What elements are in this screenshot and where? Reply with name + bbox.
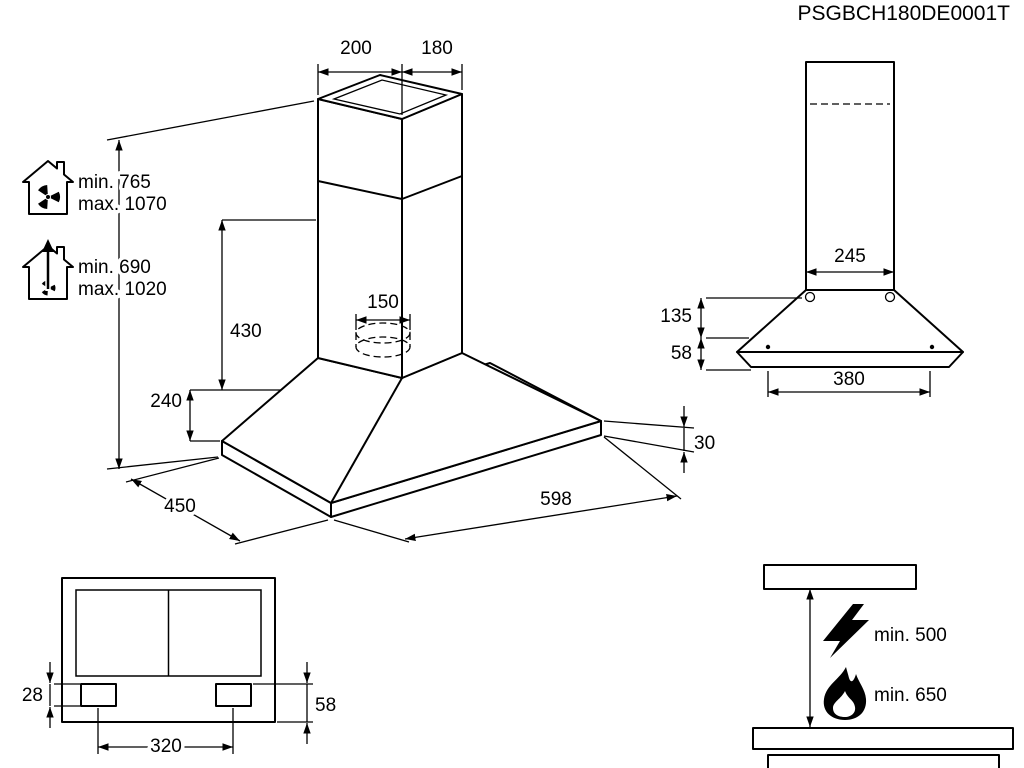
front-rim [736, 351, 964, 368]
dim-label-front-canopy-height: 135 [660, 306, 692, 327]
dim-top: 200 180 [317, 38, 463, 115]
dim-label-recirculation-min: min. 765 [78, 172, 151, 193]
dim-duct-diameter: 150 [355, 292, 411, 330]
dim-label-front-bottom-width: 380 [833, 369, 865, 390]
worktop-bar-lower [767, 754, 1000, 768]
dim-body-height: 240 [150, 389, 281, 442]
hook-right [884, 291, 896, 303]
dim-label-duct-diameter: 150 [367, 292, 399, 313]
front-canopy [736, 289, 964, 353]
fan-icon [38, 184, 61, 210]
front-chimney [805, 61, 895, 291]
dim-label-bracket-height: 28 [22, 685, 43, 706]
dim-front-chimney-width: 245 [806, 246, 894, 276]
dim-label-body-height: 240 [150, 391, 182, 412]
front-view: 245 135 58 380 [660, 61, 964, 397]
dim-label-top-depth: 180 [421, 38, 453, 59]
hook-left [804, 291, 816, 303]
up-arrow-icon [42, 239, 54, 291]
clearance-gas-label: min. 650 [874, 685, 947, 706]
dim-label-front-rim-height: 58 [671, 343, 692, 364]
dim-label-depth: 450 [164, 496, 196, 517]
lightning-bolt-icon [823, 604, 869, 658]
dim-bracket-to-bottom: 58 [253, 662, 336, 744]
dim-label-extraction-max: max. 1020 [78, 279, 167, 300]
dim-front-bottom-width: 380 [767, 369, 931, 397]
dim-depth: 450 [125, 457, 329, 545]
dim-front-rim-height: 58 [671, 338, 751, 371]
hood-bottom-bar [763, 564, 917, 590]
dim-label-rim-height: 30 [694, 433, 715, 454]
mounting-bracket-right [215, 683, 252, 707]
dim-label-hole-spacing: 320 [150, 736, 182, 757]
dim-label-front-chimney-width: 245 [834, 246, 866, 267]
recirculation-mode-icon [22, 160, 74, 215]
flame-icon [823, 667, 867, 720]
dim-label-extraction-min: min. 690 [78, 257, 151, 278]
main-perspective-view: 150 200 180 min. 765 max. 1070 min. 690 … [22, 38, 715, 545]
dim-label-recirculation-max: max. 1070 [78, 194, 167, 215]
dim-front-canopy-height: 135 [660, 297, 802, 339]
dim-label-width: 598 [540, 489, 572, 510]
dim-label-top-width: 200 [340, 38, 372, 59]
mounting-view: 28 58 320 [22, 577, 336, 761]
dim-label-bracket-to-bottom: 58 [315, 695, 336, 716]
clearance-view: min. 500 min. 650 [752, 564, 1014, 768]
dim-rim-height: 30 [603, 406, 715, 473]
worktop-bar-upper [752, 727, 1014, 750]
dim-width: 598 [333, 436, 682, 543]
clearance-electric-label: min. 500 [874, 625, 947, 646]
dim-overall-height: min. 765 max. 1070 min. 690 max. 1020 [75, 100, 315, 470]
dim-label-chimney-height: 430 [230, 321, 262, 342]
mounting-bracket-left [80, 683, 117, 707]
dim-bracket-height: 28 [22, 662, 80, 728]
product-code-title: PSGBCH180DE0001T [798, 2, 1011, 25]
extraction-mode-icon [22, 239, 74, 300]
chimney-duct-cover [317, 74, 463, 379]
dim-chimney-height: 430 [218, 219, 316, 390]
dim-hole-spacing: 320 [97, 708, 234, 761]
